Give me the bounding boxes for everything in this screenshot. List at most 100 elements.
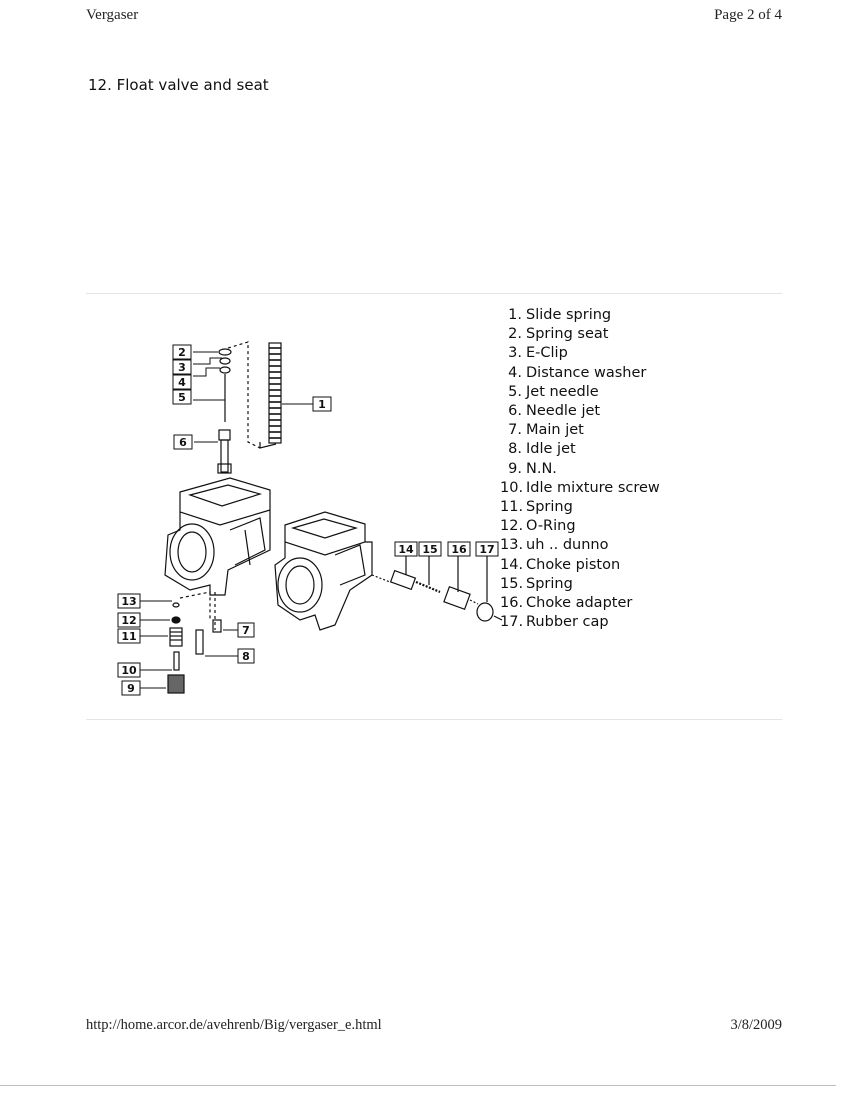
part-item: 4.Distance washer	[500, 364, 660, 383]
carburetor-body	[164, 477, 271, 596]
part-label: Spring	[526, 575, 573, 592]
callout-16: 16	[447, 541, 471, 557]
part-item: 11.Spring	[500, 498, 660, 517]
divider-top	[86, 293, 782, 294]
part-number: 8.	[508, 441, 522, 458]
callout-15: 15	[418, 541, 442, 557]
callout-3: 3	[172, 359, 192, 375]
part-item: 2.Spring seat	[500, 325, 660, 344]
lower-jets-assembly	[167, 591, 222, 694]
part-item: 7.Main jet	[500, 421, 660, 440]
part-number: 16.	[500, 595, 524, 612]
callout-13: 13	[117, 593, 141, 609]
part-label: Idle jet	[526, 441, 576, 458]
part-number: 7.	[508, 422, 522, 439]
part-label: Rubber cap	[526, 614, 609, 631]
svg-text:16: 16	[451, 543, 467, 556]
part-label: Jet needle	[526, 383, 599, 400]
footer-url: http://home.arcor.de/avehrenb/Big/vergas…	[86, 1017, 382, 1033]
part-item: 17.Rubber cap	[500, 613, 660, 632]
svg-text:11: 11	[121, 630, 136, 643]
part-item: 16.Choke adapter	[500, 594, 660, 613]
part-item: 8.Idle jet	[500, 440, 660, 459]
needle-jet-part	[217, 429, 232, 474]
part-label: Slide spring	[526, 307, 612, 323]
callout-6: 6	[173, 434, 193, 450]
svg-text:4: 4	[178, 376, 186, 389]
part-label: Choke adapter	[526, 595, 633, 612]
svg-text:12: 12	[121, 614, 136, 627]
callout-14: 14	[394, 541, 418, 557]
part-item: 12.O-Ring	[500, 517, 660, 536]
part-item: 6.Needle jet	[500, 402, 660, 421]
svg-text:3: 3	[178, 361, 186, 374]
footer-date: 3/8/2009	[730, 1017, 782, 1033]
part-label: uh .. dunno	[526, 537, 609, 554]
callout-1: 1	[312, 396, 332, 412]
part-label: N.N.	[526, 460, 557, 477]
divider-footer	[0, 1085, 836, 1086]
svg-text:9: 9	[127, 682, 135, 695]
callout-10: 10	[117, 662, 141, 678]
svg-text:5: 5	[178, 391, 186, 404]
callout-7: 7	[237, 622, 255, 638]
part-number: 2.	[508, 326, 522, 343]
svg-text:10: 10	[121, 664, 137, 677]
part-item: 5.Jet needle	[500, 383, 660, 402]
part-number: 6.	[508, 403, 522, 420]
callout-9: 9	[121, 680, 141, 696]
part-number: 3.	[508, 345, 522, 362]
part-number: 4.	[508, 364, 522, 381]
jet-needle-part	[218, 348, 232, 422]
svg-text:8: 8	[242, 650, 250, 663]
part-number: 1.	[508, 307, 522, 323]
part-number: 14.	[500, 556, 524, 573]
part-item: 1.Slide spring	[500, 306, 660, 325]
part-number: 17.	[500, 614, 524, 631]
divider-bottom	[86, 719, 782, 720]
callout-2: 2	[172, 344, 192, 360]
callout-4: 4	[172, 374, 192, 390]
part-number: 12.	[500, 518, 524, 535]
part-item: 15.Spring	[500, 575, 660, 594]
part-label: Choke piston	[526, 556, 621, 573]
svg-text:14: 14	[398, 543, 414, 556]
carburetor-exploded-diagram: 2 3 4 5 1 6 14 15 16 17 13 12 11 7 8 10 …	[117, 341, 503, 696]
part-label: E-Clip	[526, 345, 568, 362]
page-number: Page 2 of 4	[714, 7, 782, 23]
carburetor-body-side-view	[274, 511, 373, 631]
svg-text:1: 1	[318, 398, 326, 411]
part-number: 13.	[500, 537, 524, 554]
svg-text:7: 7	[242, 624, 250, 637]
leader-lines	[140, 351, 313, 689]
part-number: 11.	[500, 499, 524, 516]
part-number: 10.	[500, 479, 524, 496]
part-label: Idle mixture screw	[526, 479, 660, 496]
part-label: Spring seat	[526, 326, 609, 343]
part-label: Main jet	[526, 422, 584, 439]
header-title: Vergaser	[86, 7, 139, 23]
section-title: 12. Float valve and seat	[88, 76, 269, 94]
callout-12: 12	[117, 612, 141, 628]
svg-text:17: 17	[479, 543, 494, 556]
choke-assembly	[371, 556, 503, 622]
part-item: 14.Choke piston	[500, 556, 660, 575]
part-label: Spring	[526, 499, 573, 516]
part-label: Distance washer	[526, 364, 647, 381]
callout-17: 17	[475, 541, 499, 557]
part-label: Needle jet	[526, 403, 601, 420]
part-item: 10.Idle mixture screw	[500, 479, 660, 498]
part-item: 13.uh .. dunno	[500, 536, 660, 555]
callout-11: 11	[117, 628, 141, 644]
slide-spring-part	[259, 342, 282, 449]
svg-text:2: 2	[178, 346, 186, 359]
callout-5: 5	[172, 389, 192, 405]
part-number: 5.	[508, 383, 522, 400]
part-number: 9.	[508, 460, 522, 477]
callout-8: 8	[237, 648, 255, 664]
part-label: O-Ring	[526, 518, 576, 535]
part-item: 3.E-Clip	[500, 344, 660, 363]
part-number: 15.	[500, 575, 524, 592]
svg-text:6: 6	[179, 436, 187, 449]
